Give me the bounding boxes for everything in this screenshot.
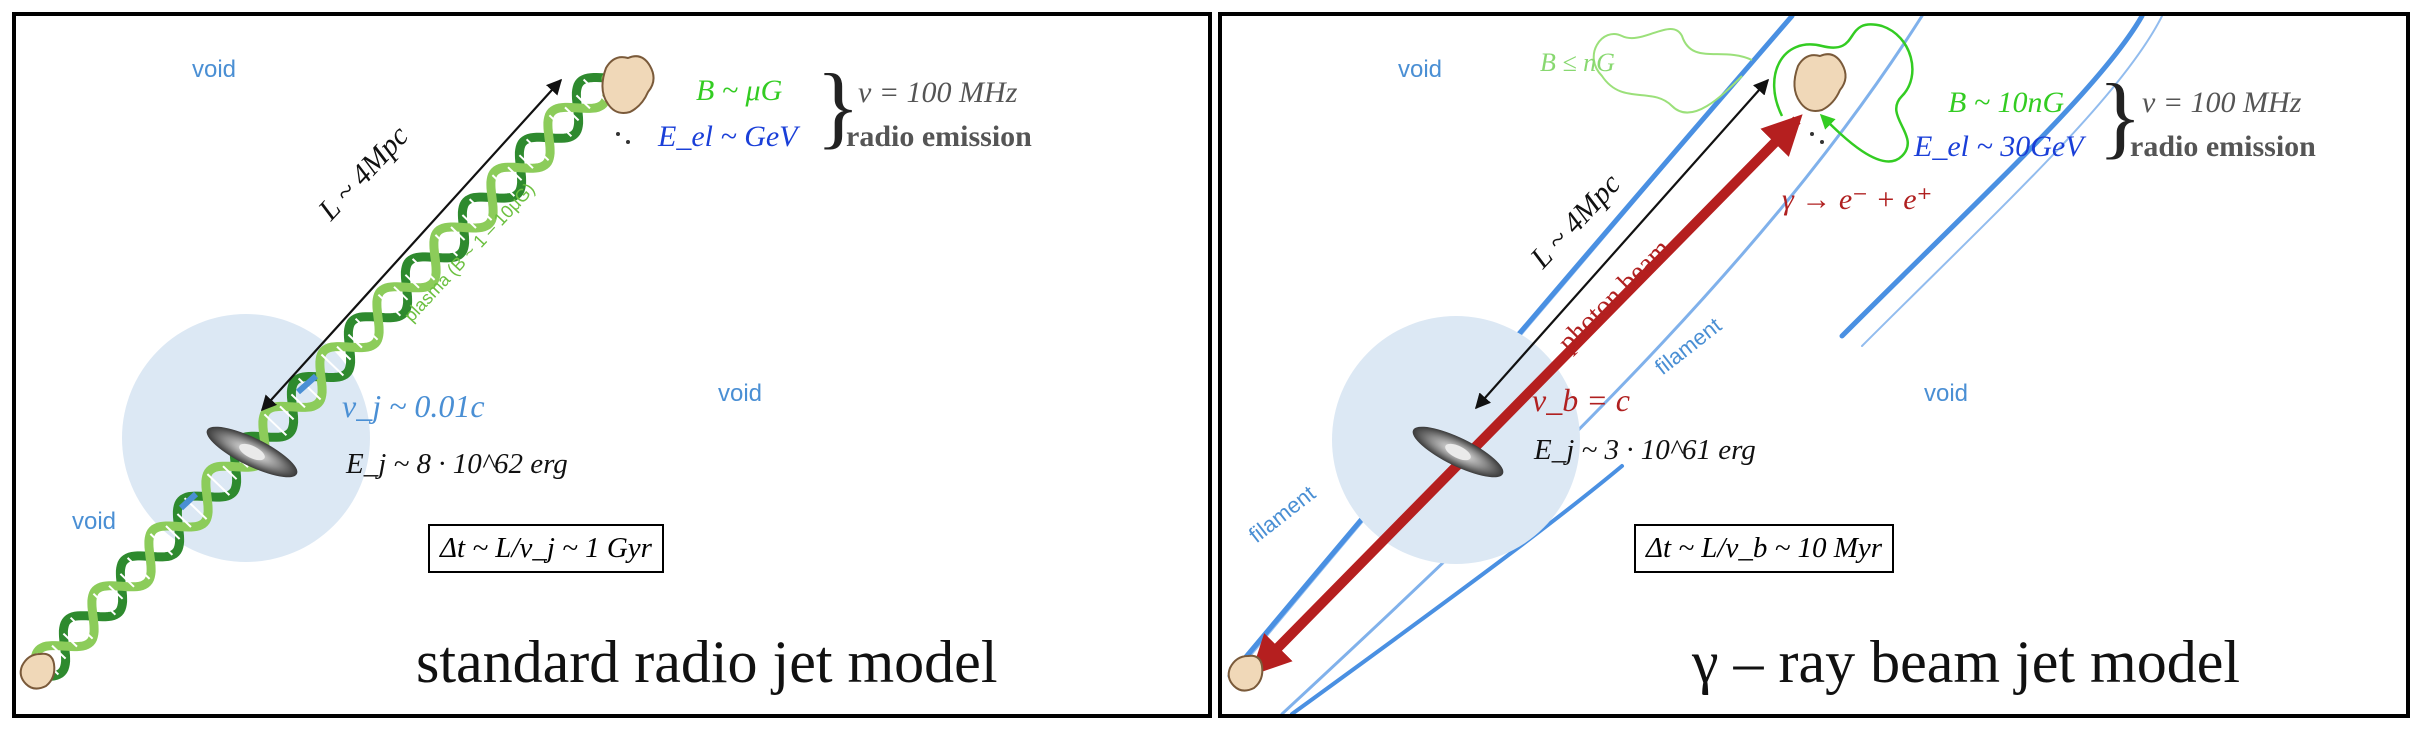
helix-rung [575,94,591,110]
b-field-label: B ~ 10nG [1948,86,2065,119]
helix-rung [206,473,231,496]
timescale-box: Δt ~ L/v_b ~ 10 Myr [1634,524,1895,573]
void-label-mid: void [1924,380,1969,407]
helix-rung [69,616,94,640]
jet-energy-label: E_j ~ 3 · 10^61 erg [1534,434,1756,466]
helix-rung [176,513,192,528]
pair-production-label: γ → e⁻ + e⁺ [1782,183,1933,216]
left-diagram-graphics [19,55,655,690]
radio-emission-label: radio emission [2130,130,2316,163]
standard-jet-panel: void void void L ~ 4Mpc plasma (B ~ 1 – … [12,12,1212,718]
length-arrow [260,78,563,412]
field-line [1772,23,1914,163]
helix-rung [51,644,67,660]
helix-rung [119,573,135,588]
frequency-label: ν = 100 MHz [2142,86,2302,119]
frequency-label: ν = 100 MHz [858,76,1018,109]
void-label-top: void [1398,56,1443,83]
galaxy-disk [206,426,298,478]
b-field-label: B ~ μG [696,74,783,107]
radio-lobe-top [601,55,655,114]
void-label-bottom: void [72,508,117,535]
velocity-arrow-down [178,491,199,511]
brace: } [2098,65,2143,167]
beam-velocity-label: v_b = c [1532,382,1630,418]
helix-rung [62,632,78,648]
panel-title: γ – ray beam jet model [1692,629,2240,695]
right-diagram-graphics [1227,16,2163,714]
galaxy-disk [1412,426,1504,478]
helix-rung [564,106,580,122]
length-arrow [1474,78,1770,410]
weak-field-line [1592,28,1753,114]
brace: } [816,55,861,157]
helix-rung [108,585,124,600]
jet-energy-label: E_j ~ 8 · 10^62 erg [346,448,568,480]
photon-beam [1250,114,1803,676]
helix-rung [222,465,238,480]
helix-rung [582,78,607,102]
radio-lobe-bottom [1227,654,1264,692]
gamma-beam-panel: void void filament filament B ≤ nG B ~ 1… [1218,12,2410,718]
helix-strand-light [30,73,612,681]
timescale-box: Δt ~ L/v_j ~ 1 Gyr [428,524,664,573]
radio-lobe-bottom [19,652,56,690]
radio-emission-label: radio emission [846,120,1032,153]
weak-b-field-label: B ≤ nG [1540,48,1615,77]
electron-energy-label: E_el ~ GeV [658,120,798,153]
helix-rung [126,557,151,580]
void-label-mid: void [718,380,763,407]
helix-rung [165,525,181,540]
helix-rung [92,592,117,616]
panel-title: standard radio jet model [416,629,998,695]
radio-lobe-top [1793,53,1847,112]
jet-velocity-label: v_j ~ 0.01c [342,388,485,424]
void-label-top: void [192,56,237,83]
helix-rung [149,533,174,556]
electron-energy-label: E_el ~ 30GeV [1914,130,2084,163]
helix-rung [263,413,288,437]
